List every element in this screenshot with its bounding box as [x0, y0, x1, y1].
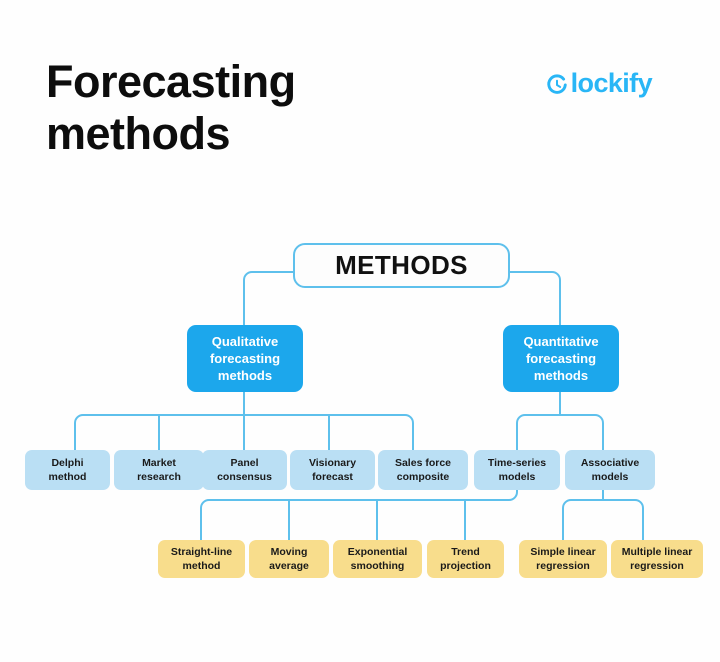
node-delphi-method[interactable]: Delphi method: [25, 450, 110, 490]
node-panel-consensus[interactable]: Panel consensus: [202, 450, 287, 490]
node-straight-line-method[interactable]: Straight-line method: [158, 540, 245, 578]
clockify-wordmark: lockify: [570, 68, 653, 98]
connector-root-qualitative: [243, 271, 294, 326]
node-simple-linear-regression[interactable]: Simple linear regression: [519, 540, 607, 578]
node-exponential-smoothing[interactable]: Exponential smoothing: [333, 540, 422, 578]
node-multiple-linear-regression[interactable]: Multiple linear regression: [611, 540, 703, 578]
node-qualitative-forecasting-methods[interactable]: Qualitative forecasting methods: [187, 325, 303, 392]
node-time-series-models[interactable]: Time-series models: [474, 450, 560, 490]
node-market-research[interactable]: Market research: [114, 450, 204, 490]
connector-quantitative-bus: [516, 414, 604, 451]
node-methods[interactable]: METHODS: [293, 243, 510, 288]
connector-timeseries-bus: [200, 489, 518, 541]
connector-root-quantitative: [509, 271, 561, 326]
node-visionary-forecast[interactable]: Visionary forecast: [290, 450, 375, 490]
node-trend-projection[interactable]: Trend projection: [427, 540, 504, 578]
node-associative-models[interactable]: Associative models: [565, 450, 655, 490]
connector-qualitative-bus: [74, 414, 414, 451]
clockify-c-icon: [546, 73, 567, 94]
node-sales-force-composite[interactable]: Sales force composite: [378, 450, 468, 490]
node-moving-average[interactable]: Moving average: [249, 540, 329, 578]
page-title: Forecasting methods: [46, 56, 296, 159]
connector-associative-bus: [562, 499, 644, 541]
clockify-logo: lockify: [546, 68, 653, 98]
node-quantitative-forecasting-methods[interactable]: Quantitative forecasting methods: [503, 325, 619, 392]
